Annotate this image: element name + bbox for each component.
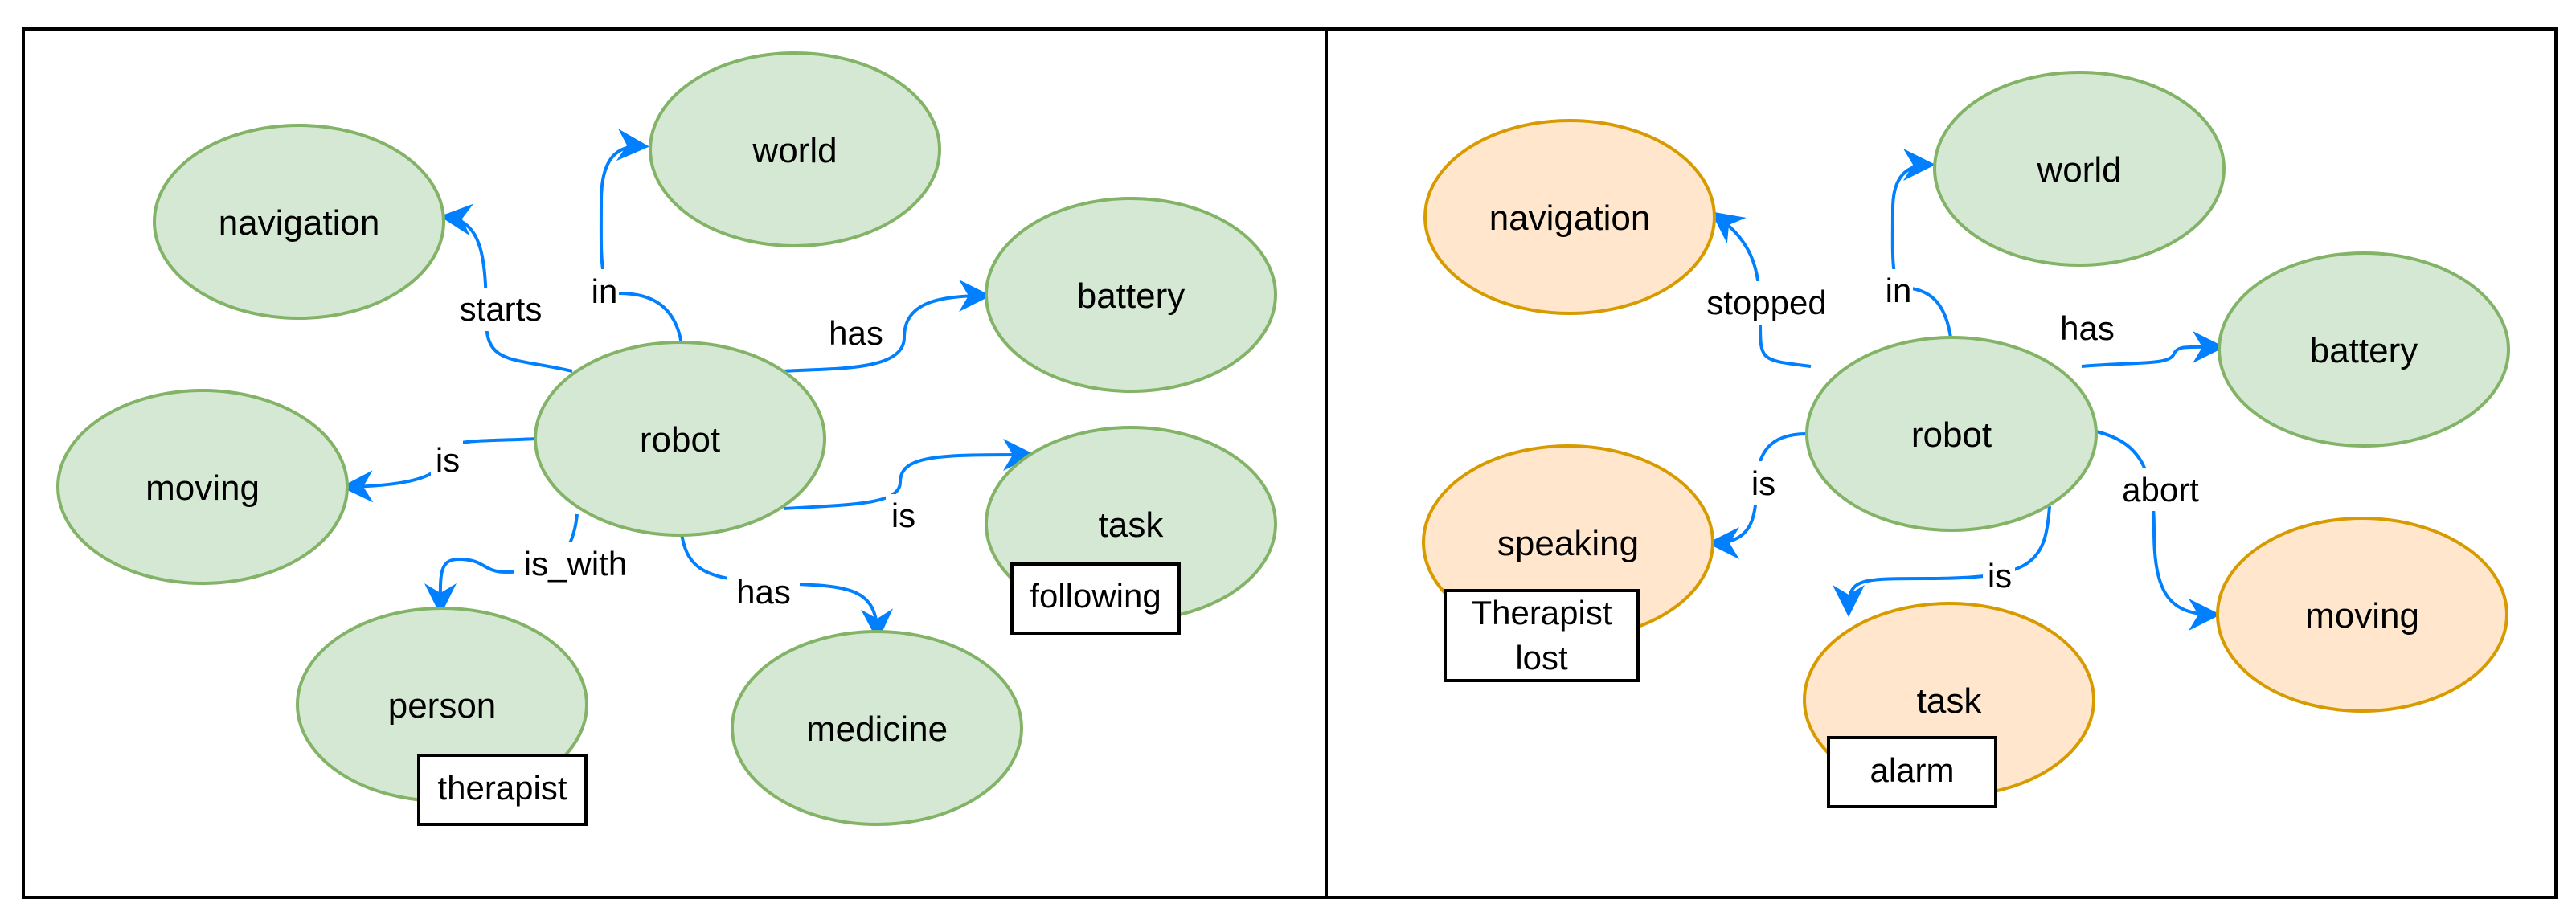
tag-alarm-box: [1827, 736, 1997, 808]
node-battery-label: battery: [1077, 276, 1186, 316]
tag-therapist: therapist: [437, 769, 567, 807]
tag-following-box: [1010, 562, 1181, 635]
edge-label-in-right: in: [1886, 272, 1912, 309]
edge-label-starts: starts: [460, 290, 543, 328]
edge-label-is-task: is: [891, 497, 915, 534]
edge-has-battery-right: [2081, 330, 2225, 368]
edge-label-in: in: [592, 272, 618, 310]
node-navigation-alert-label: navigation: [1489, 198, 1651, 238]
edge-label-has-medicine: has: [736, 573, 791, 611]
node-world-label: world: [752, 131, 837, 170]
node-medicine[interactable]: [731, 630, 1023, 826]
node-robot[interactable]: [534, 341, 826, 537]
node-moving[interactable]: [56, 389, 349, 585]
node-battery[interactable]: [985, 197, 1277, 393]
right-panel-frame: [1325, 27, 2558, 899]
node-speaking-alert-label: speaking: [1497, 524, 1639, 563]
node-task-alert-label: task: [1917, 681, 1983, 721]
right-panel: navigation world battery robot speaking …: [1325, 27, 2558, 899]
edge-label-is-task-right: is: [1988, 557, 2012, 595]
node-world-right[interactable]: [1933, 71, 2226, 267]
node-world[interactable]: [649, 51, 941, 247]
edge-label-is-speaking: is: [1751, 464, 1775, 502]
node-battery-right[interactable]: [2218, 251, 2510, 448]
tag-therapist-box: [417, 754, 588, 826]
node-world-right-label: world: [2036, 150, 2121, 190]
tag-therapist-lost-line1: Therapist: [1471, 594, 1612, 632]
edge-label-is-with: is_with: [524, 545, 627, 583]
edge-abort: [2095, 430, 2221, 631]
node-robot-right-label: robot: [1911, 415, 1992, 455]
node-navigation-alert[interactable]: [1423, 119, 1716, 315]
edge-label-is-moving: is: [436, 441, 460, 479]
edge-label-has-battery-right: has: [2060, 309, 2115, 347]
node-moving-label: moving: [145, 468, 260, 508]
edge-is-task: [783, 439, 1035, 510]
node-robot-label: robot: [640, 420, 720, 460]
edge-has-battery: [783, 280, 991, 373]
node-moving-alert[interactable]: [2216, 517, 2508, 713]
node-person-label: person: [388, 686, 497, 726]
edge-is-task-right: [1833, 505, 2051, 617]
edge-label-stopped: stopped: [1706, 284, 1826, 321]
tag-therapist-lost-box: [1444, 589, 1640, 682]
node-medicine-label: medicine: [806, 709, 948, 749]
tag-alarm: alarm: [1870, 751, 1954, 789]
edge-label-abort: abort: [2122, 471, 2199, 509]
node-navigation[interactable]: [153, 124, 445, 320]
node-battery-right-label: battery: [2310, 331, 2418, 370]
node-moving-alert-label: moving: [2305, 596, 2419, 636]
edge-in-right: [1890, 149, 1952, 338]
left-panel: navigation world battery robot moving ta…: [22, 27, 1328, 899]
tag-following: following: [1030, 577, 1161, 615]
node-robot-right[interactable]: [1805, 336, 2098, 532]
node-task-label: task: [1099, 505, 1165, 545]
edge-label-has-battery: has: [829, 314, 883, 352]
tag-therapist-lost-line2: lost: [1515, 639, 1568, 677]
node-navigation-label: navigation: [219, 203, 380, 243]
